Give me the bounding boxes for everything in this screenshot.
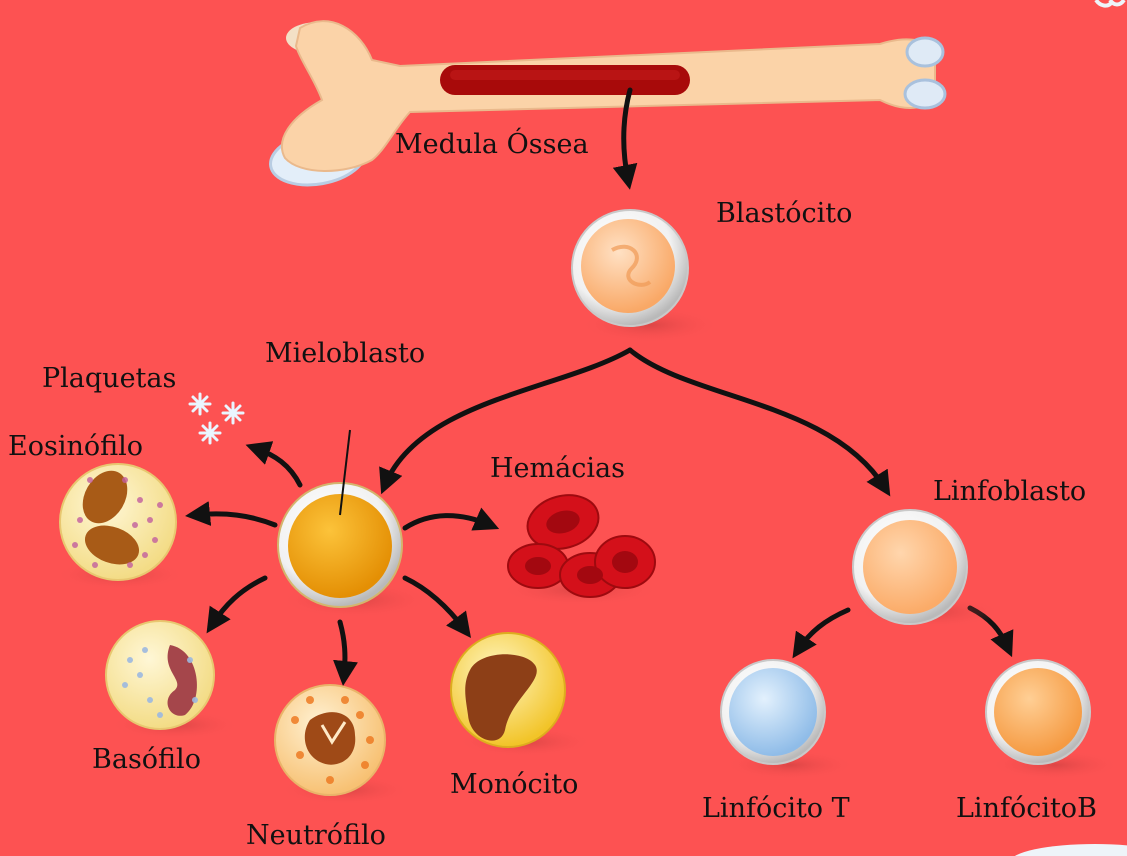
red-blood-cells [500,488,660,606]
label-red-cells: Hemácias [490,455,625,482]
label-basophil: Basófilo [92,746,201,773]
arrow-marrow-to-blastocyte [624,90,630,180]
lymphoblast-cell [853,510,1002,628]
label-platelets: Plaquetas [42,365,176,392]
arrow-myeloblast-to-red-cells [405,516,490,528]
arrow-myeloblast-to-neutrophil [340,622,345,676]
eosinophil-cell [55,463,185,590]
label-blastocyte: Blastócito [716,200,852,227]
label-bone-marrow: Medula Óssea [395,131,589,158]
bone-illustration [266,21,945,192]
decorative-corner-shape [1010,844,1127,856]
label-neutrophil: Neutrófilo [246,822,386,849]
arrow-myeloblast-to-basophil [212,578,265,625]
bone-shaft [282,21,935,171]
decorative-top-corner-mark [1096,0,1124,6]
label-eosinophil: Eosinófilo [8,433,143,460]
platelets-cluster [190,394,243,443]
basophil-cell [106,621,240,740]
b-lymphocyte-cell [986,660,1120,780]
arrow-myeloblast-to-eosinophil [195,514,275,525]
arrow-lymphoblast-to-t-cell [798,610,848,650]
blastocyte-cell [572,210,720,343]
label-myeloblast: Mieloblasto [265,340,425,367]
label-monocyte: Monócito [450,771,578,798]
label-t-lymphocyte: Linfócito T [702,795,850,822]
bone-right-cartilage-bottom [905,80,945,108]
monocyte-cell [451,633,593,757]
bone-marrow-highlight [450,70,680,80]
neutrophil-cell [275,685,410,805]
arrow-blastocyte-to-lymphoblast [630,350,885,488]
t-lymphocyte-cell [721,660,855,780]
arrow-myeloblast-to-platelets [255,448,300,485]
label-b-lymphocyte: LinfócitoB [956,795,1097,822]
label-lymphoblast: Linfoblasto [933,478,1086,505]
bone-right-cartilage-top [907,38,943,66]
